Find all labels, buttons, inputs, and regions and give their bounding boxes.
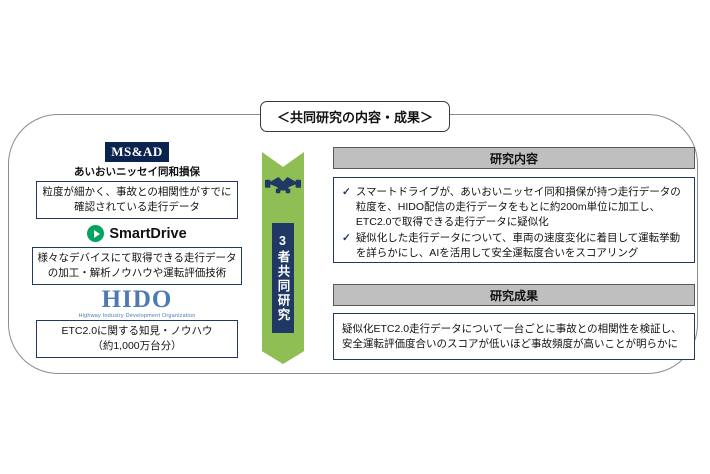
research-results-header: 研究成果 [333,284,695,306]
check-icon: ✓ [342,231,351,244]
hido-asset-box: ETC2.0に関する知見・ノウハウ （約1,000万台分） [36,320,238,358]
smartdrive-logo: SmartDrive [36,224,238,243]
hido-logo-caption: Highway Industry Development Organizatio… [78,313,196,319]
hido-logo-text: HIDO [101,286,173,313]
research-content-box: ✓ スマートドライブが、あいおいニッセイ同和損保が持つ走行データの粒度を、HID… [333,177,695,263]
joint-research-label: 3者共同研究 [272,223,294,333]
research-bullet: ✓ 疑似化した走行データについて、車両の速度変化に着目して運転挙動を詳らかにし、… [342,231,686,261]
research-bullet: ✓ スマートドライブが、あいおいニッセイ同和損保が持つ走行データの粒度を、HID… [342,185,686,230]
handshake-icon [265,172,301,200]
diagram-title: ＜共同研究の内容・成果＞ [259,101,451,132]
smartdrive-asset-box: 様々なデバイスにて取得できる走行データ の加工・解析ノウハウや運転評価技術 [32,247,242,285]
check-icon: ✓ [342,186,351,198]
smartdrive-logo-icon [87,225,105,242]
research-bullet-text: スマートドライブが、あいおいニッセイ同和損保が持つ走行データの粒度を、HIDO配… [355,186,681,228]
research-results-box: 疑似化ETC2.0走行データについて一台ごとに事故との相関性を検証し、安全運転評… [333,313,695,360]
msad-logo: MS&AD [105,142,169,162]
research-results-text: 疑似化ETC2.0走行データについて一台ごとに事故との相関性を検証し、安全運転評… [342,322,682,350]
research-content-header: 研究内容 [333,147,695,169]
research-bullet-text: 疑似化した走行データについて、車両の速度変化に着目して運転挙動を詳らかにし、AI… [355,231,681,259]
hido-logo: HIDO Highway Industry Development Organi… [36,287,238,319]
msad-asset-box: 粒度が細かく、事故との相関性がすでに 確認されている走行データ [36,181,238,219]
smartdrive-logo-text: SmartDrive [109,225,187,242]
msad-company-name: あいおいニッセイ同和損保 [74,166,200,178]
